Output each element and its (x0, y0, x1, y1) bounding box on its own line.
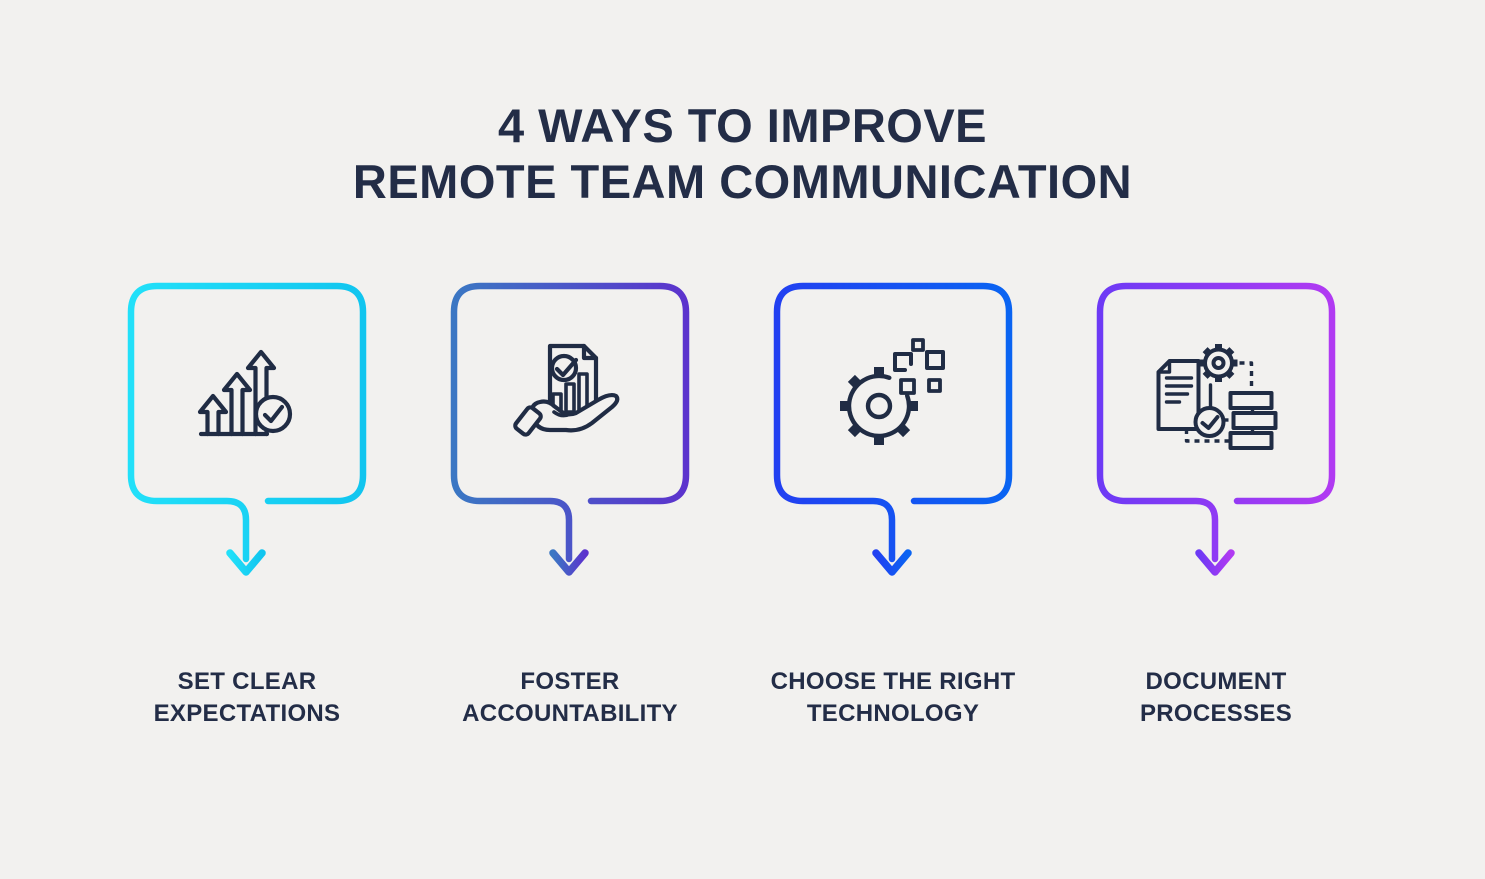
card-frame (1096, 282, 1336, 576)
bar-chart-bar-2 (564, 382, 576, 414)
title-line-2: REMOTE TEAM COMMUNICATION (352, 155, 1133, 208)
gear-hub (865, 392, 893, 420)
open-hand (529, 393, 620, 433)
growth-arrow-medium (221, 371, 253, 437)
label-line-1: CHOOSE THE RIGHT (770, 668, 1016, 695)
gear-teeth (840, 367, 918, 445)
card-foster-accountability: FOSTER ACCOUNTABILITY (420, 282, 720, 730)
check-mark (554, 357, 579, 378)
label-line-2: EXPECTATIONS (153, 700, 341, 727)
hand-holding-report-icon (513, 343, 620, 437)
card-label: FOSTER ACCOUNTABILITY (420, 666, 720, 730)
title-line-1: 4 WAYS TO IMPROVE (497, 99, 988, 152)
card-outline-with-arrow-stem (773, 282, 1013, 563)
cards-row: SET CLEAR EXPECTATIONS (97, 282, 1366, 730)
growth-arrow-tall (245, 349, 277, 437)
pixel-square-mid (899, 378, 916, 395)
down-arrow-head-icon (226, 549, 266, 576)
down-arrow-head-icon (1195, 549, 1235, 576)
document-text-lines (1164, 376, 1194, 404)
card-box (450, 282, 690, 582)
palm-line (552, 410, 572, 418)
check-circle (253, 394, 293, 434)
card-choose-the-right-technology: CHOOSE THE RIGHT TECHNOLOGY (743, 282, 1043, 730)
gear-body-arc (846, 373, 912, 439)
card-outline-with-arrow-stem (1096, 282, 1336, 563)
process-document (1156, 359, 1201, 431)
card-set-clear-expectations: SET CLEAR EXPECTATIONS (97, 282, 397, 730)
down-arrow-head-icon (549, 549, 589, 576)
card-box (773, 282, 1013, 582)
pixel-square-large (925, 350, 945, 370)
sleeve-cuff (513, 405, 543, 437)
digital-gear-icon (840, 338, 945, 445)
card-outline-with-arrow-stem (450, 282, 690, 563)
label-line-2: TECHNOLOGY (806, 700, 980, 727)
process-block-3 (1228, 431, 1274, 450)
small-gear-hub (1211, 356, 1226, 370)
pixel-bracket-square (893, 352, 913, 372)
document-fold-corner (581, 343, 599, 361)
card-box (127, 282, 367, 582)
down-arrow-head-icon (872, 549, 912, 576)
process-block-2 (1231, 411, 1278, 430)
card-label: CHOOSE THE RIGHT TECHNOLOGY (743, 666, 1043, 730)
card-box (1096, 282, 1336, 582)
card-outline-with-arrow-stem (127, 282, 367, 563)
document-process-icon (1156, 344, 1278, 450)
page-title: 4 WAYS TO IMPROVE REMOTE TEAM COMMUNICAT… (0, 98, 1485, 210)
growth-arrow-small (197, 393, 229, 437)
card-label: SET CLEAR EXPECTATIONS (97, 666, 397, 730)
card-label: DOCUMENT PROCESSES (1066, 666, 1366, 730)
document-fold-corner (1156, 359, 1172, 374)
label-line-1: DOCUMENT (1145, 668, 1287, 695)
label-line-1: SET CLEAR (177, 668, 317, 695)
check-circle (1193, 406, 1226, 438)
process-block-1 (1228, 391, 1274, 410)
label-line-2: PROCESSES (1139, 700, 1293, 727)
small-gear (1199, 344, 1238, 382)
card-frame (127, 282, 367, 576)
pixel-square-right (927, 378, 942, 393)
label-line-2: ACCOUNTABILITY (462, 700, 678, 727)
check-circle (549, 353, 579, 383)
card-frame (773, 282, 1013, 576)
label-line-1: FOSTER (520, 668, 620, 695)
card-document-processes: DOCUMENT PROCESSES (1066, 282, 1366, 730)
growth-arrows-check-icon (197, 349, 293, 437)
check-mark (1200, 415, 1220, 430)
small-gear-body (1203, 347, 1234, 379)
pixel-square-small-top (911, 338, 925, 352)
check-mark (262, 404, 285, 424)
card-frame (450, 282, 690, 576)
